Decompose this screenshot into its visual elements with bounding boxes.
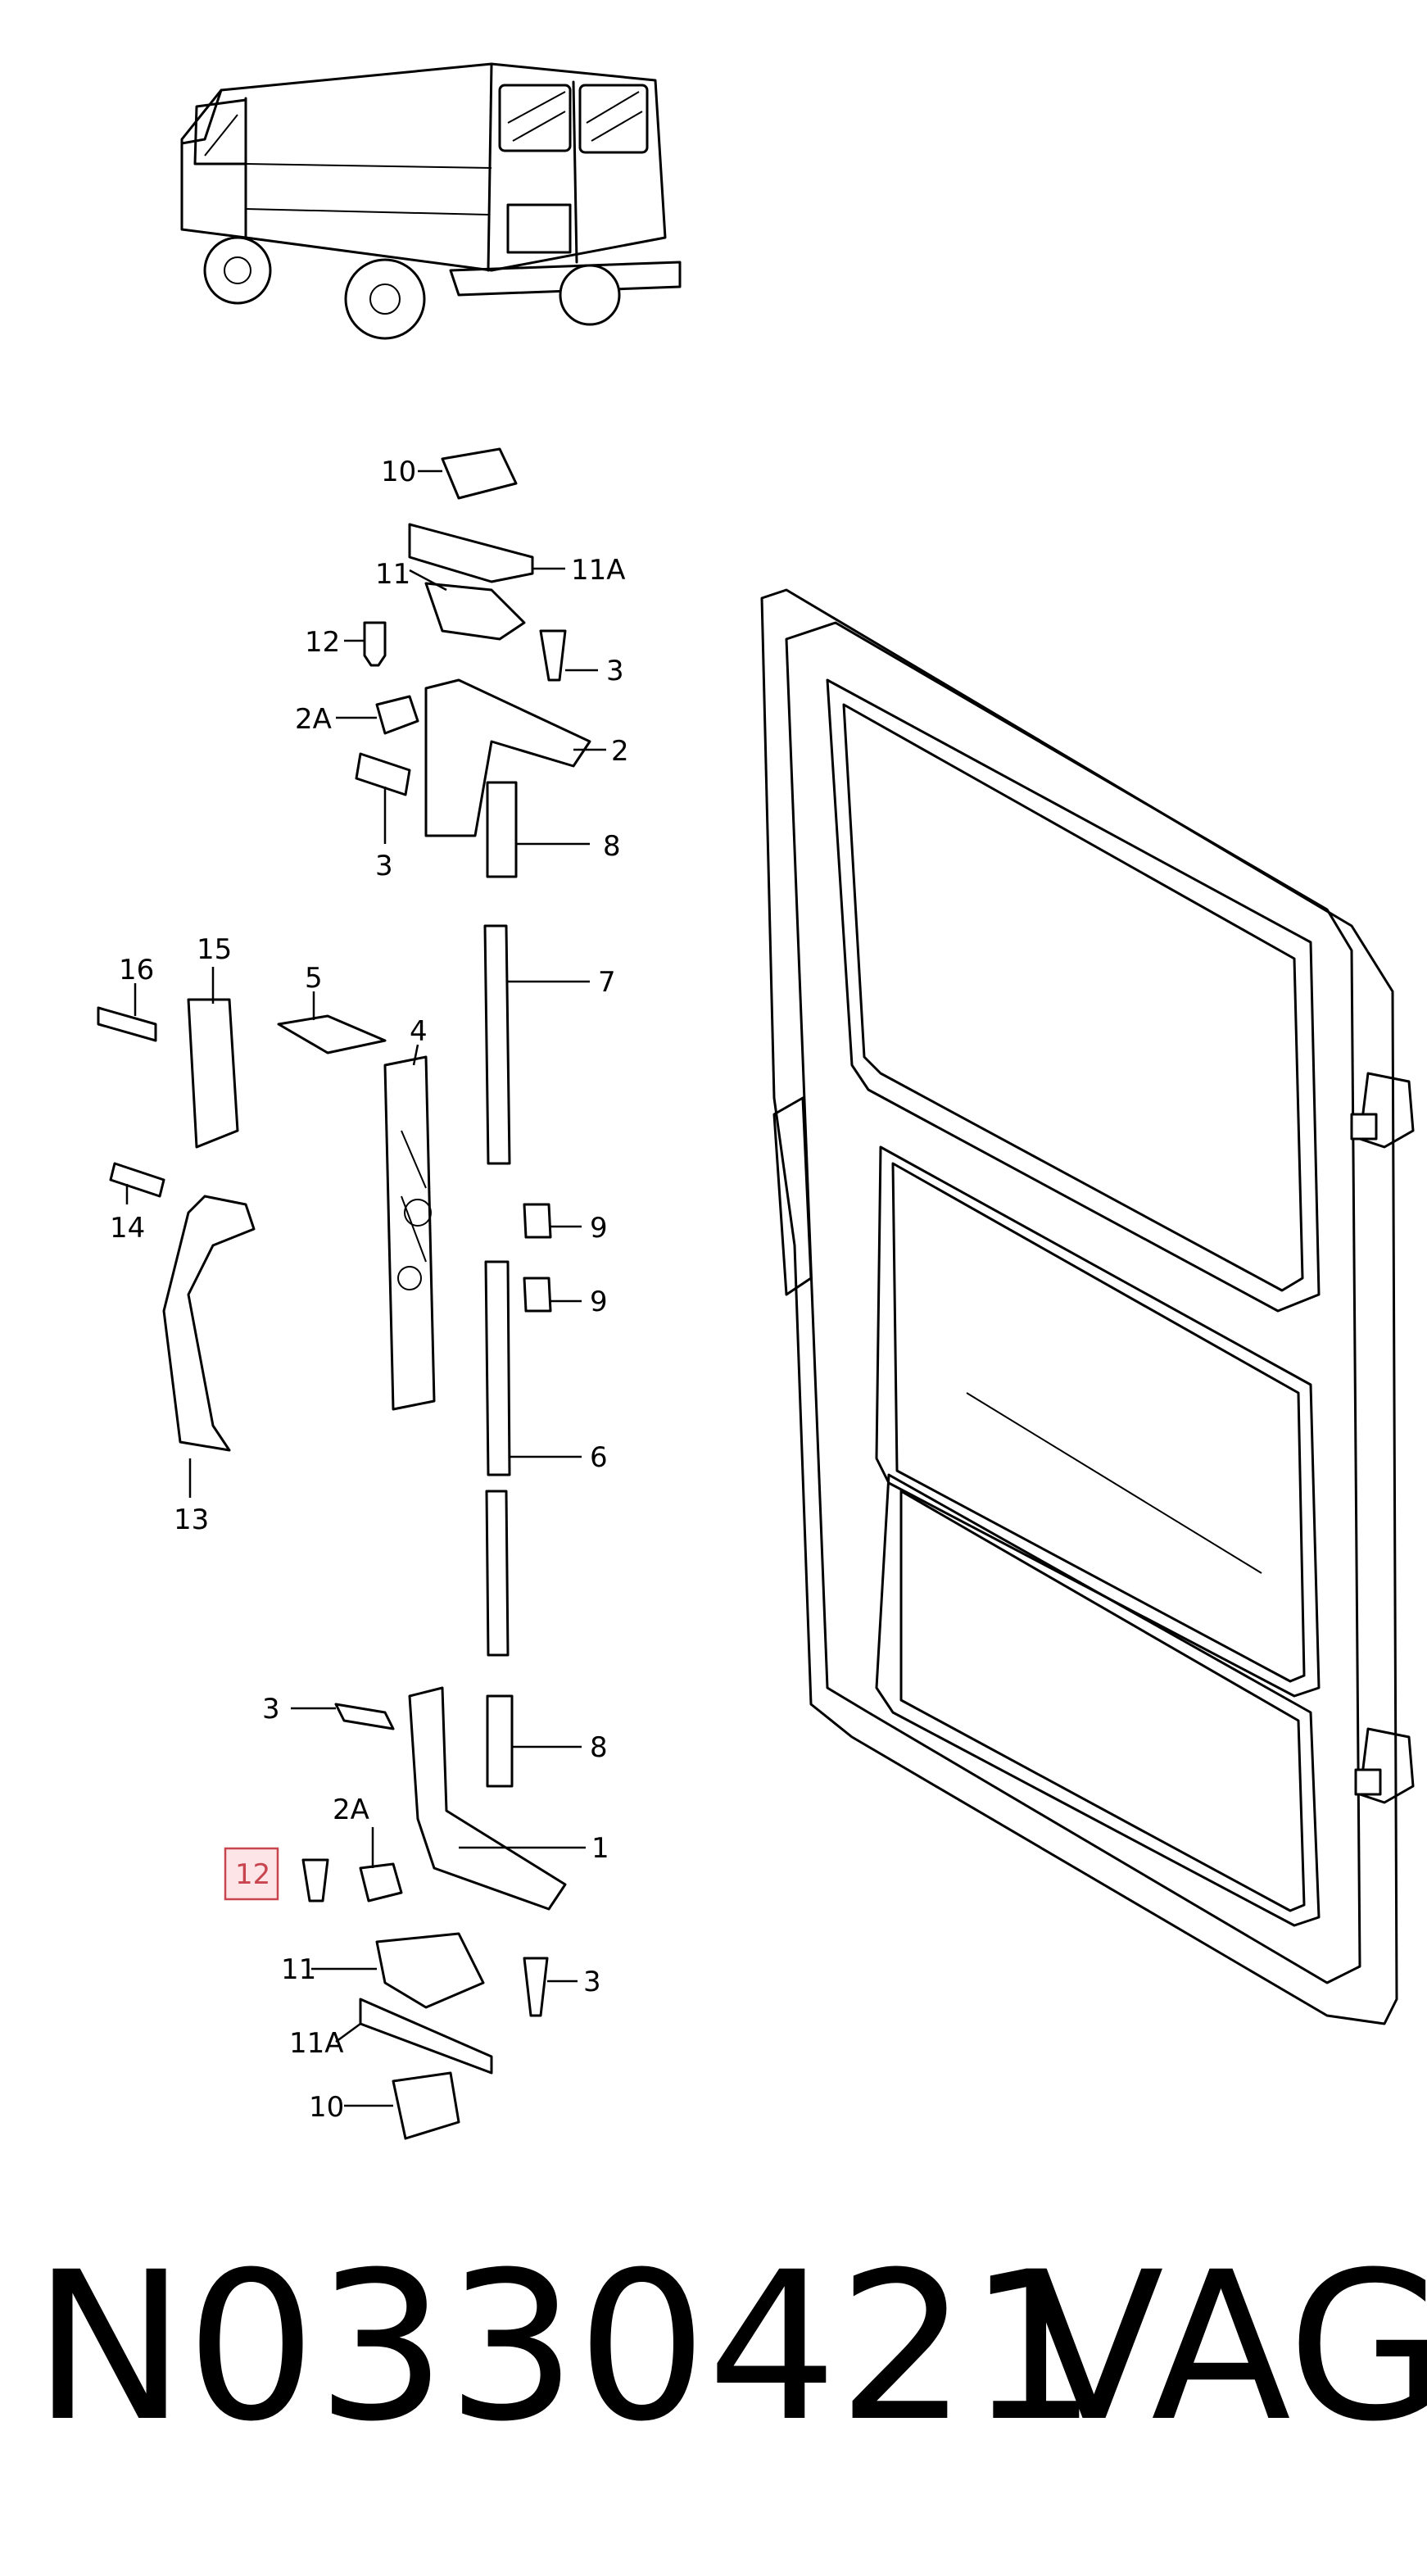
label-14: 14 — [110, 1212, 145, 1245]
lock-4 — [383, 1055, 436, 1411]
label-16: 16 — [119, 954, 154, 986]
screw-5 — [277, 1014, 387, 1054]
van-illustration — [180, 62, 682, 340]
coupling-8-bottom — [486, 1694, 514, 1788]
highlight-box-12[interactable]: 12 — [224, 1847, 279, 1901]
label-2a-top: 2A — [295, 703, 332, 736]
coupling-8-top — [486, 781, 518, 878]
label-8-bottom: 8 — [590, 1731, 608, 1764]
label-3-c: 3 — [262, 1693, 280, 1726]
screw-3-bottom — [523, 1957, 549, 2017]
screw-3-upper — [355, 752, 411, 796]
label-11-bottom: 11 — [281, 1953, 316, 1986]
label-11a-top: 11A — [571, 554, 626, 587]
label-2: 2 — [611, 735, 629, 768]
nut-2a-top — [375, 695, 419, 735]
hinge-1 — [408, 1686, 567, 1911]
label-3-a: 3 — [606, 655, 624, 687]
brand-caption: VAG — [1024, 2228, 1427, 2466]
spacer-plate-bottom — [359, 1998, 493, 2075]
label-4: 4 — [410, 1015, 428, 1048]
part-number-caption: N0330421 — [33, 2228, 1099, 2466]
top-hinge-assembly — [355, 447, 591, 878]
screw-3-lower — [334, 1703, 395, 1730]
screw-3-top — [539, 629, 567, 682]
foam-pad-top — [441, 447, 518, 500]
label-1: 1 — [591, 1832, 609, 1865]
screw-12-bottom — [301, 1858, 329, 1903]
bracket-15 — [187, 998, 239, 1149]
label-3-b: 3 — [375, 850, 393, 882]
spacer-plate-top — [408, 523, 534, 583]
label-10-bottom: 10 — [309, 2091, 344, 2124]
clamp-plate-top — [424, 582, 526, 641]
label-12-bottom: 12 — [235, 1858, 270, 1891]
door-panel — [760, 588, 1415, 2025]
screw-12-top — [363, 621, 387, 667]
rod-7 — [483, 924, 511, 1165]
screw-14 — [109, 1162, 165, 1198]
rod-6 — [484, 1260, 511, 1476]
screw-16 — [97, 1006, 157, 1042]
handle-13 — [162, 1195, 256, 1452]
callout-labels: 10 11 11A 12 3 2A 2 3 8 7 16 15 5 4 9 9 … — [110, 456, 629, 2124]
leader-lines — [125, 469, 606, 2107]
label-3-d: 3 — [583, 1966, 601, 1998]
label-7: 7 — [598, 966, 616, 999]
label-11a-bottom: 11A — [289, 2027, 344, 2060]
label-12-top: 12 — [305, 626, 340, 659]
label-15: 15 — [197, 933, 232, 966]
label-6: 6 — [590, 1441, 608, 1474]
clamp-plate-bottom — [375, 1932, 485, 2009]
nut-2a-bottom — [359, 1862, 403, 1903]
label-13: 13 — [174, 1503, 209, 1536]
label-9-b: 9 — [590, 1286, 608, 1318]
label-5: 5 — [305, 962, 323, 995]
clip-9-b — [523, 1277, 552, 1313]
hinge-2 — [424, 678, 591, 837]
label-2a-bottom: 2A — [333, 1794, 369, 1826]
clip-9-a — [523, 1203, 552, 1239]
label-8-top: 8 — [603, 830, 621, 863]
label-11-top: 11 — [375, 558, 410, 591]
rods-and-latch — [97, 924, 552, 1657]
label-9-a: 9 — [590, 1212, 608, 1245]
bottom-hinge-assembly — [301, 1686, 567, 2140]
foam-pad-bottom — [392, 2071, 460, 2140]
label-10-top: 10 — [381, 456, 416, 488]
